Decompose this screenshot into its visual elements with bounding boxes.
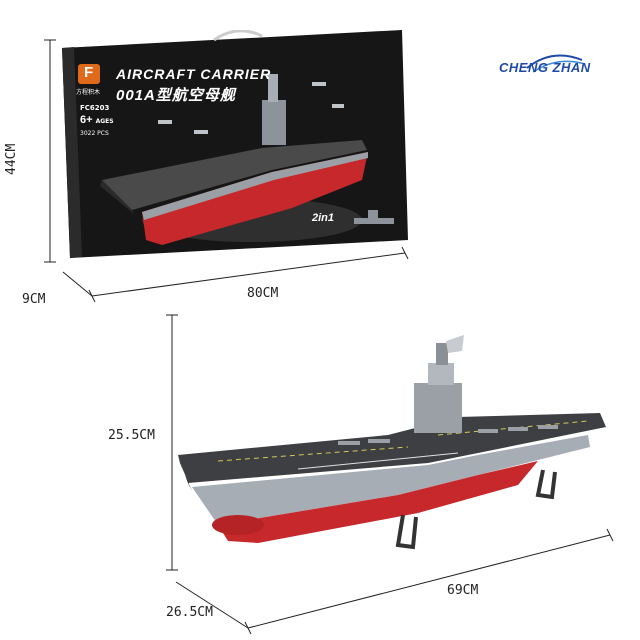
brand-logo: CHENG ZHAN — [497, 46, 617, 86]
box-2in1-badge: 2in1 — [312, 212, 335, 224]
box-logo-caption: 方程积木 — [76, 89, 101, 96]
box-title-line2: 001A型航空母舰 — [116, 87, 236, 104]
box-age: 6+ AGES — [80, 114, 114, 126]
box-width-label: 80CM — [247, 286, 279, 301]
box-height-label: 44CM — [4, 143, 19, 175]
product-box: F 方程积木 AIRCRAFT CARRIER 001A型航空母舰 FC6203… — [62, 30, 408, 258]
box-model-number: FC6203 — [80, 104, 110, 112]
box-title-line1: AIRCRAFT CARRIER — [116, 66, 272, 82]
box-piece-count: 3022 PCS — [80, 130, 109, 137]
model-height-label: 25.5CM — [108, 428, 155, 443]
built-model — [178, 335, 618, 565]
box-logo-letter: F — [84, 64, 94, 81]
model-width-label: 26.5CM — [166, 605, 213, 620]
box-depth-label: 9CM — [22, 292, 46, 307]
brand-swoosh-icon — [526, 54, 586, 73]
model-length-label: 69CM — [447, 583, 479, 598]
box-graphic — [62, 30, 408, 258]
box-age-unit: AGES — [95, 118, 114, 125]
box-age-value: 6+ — [80, 114, 93, 126]
brand-name: CHENG ZHAN — [499, 60, 591, 75]
carrier-model-graphic — [178, 335, 606, 550]
